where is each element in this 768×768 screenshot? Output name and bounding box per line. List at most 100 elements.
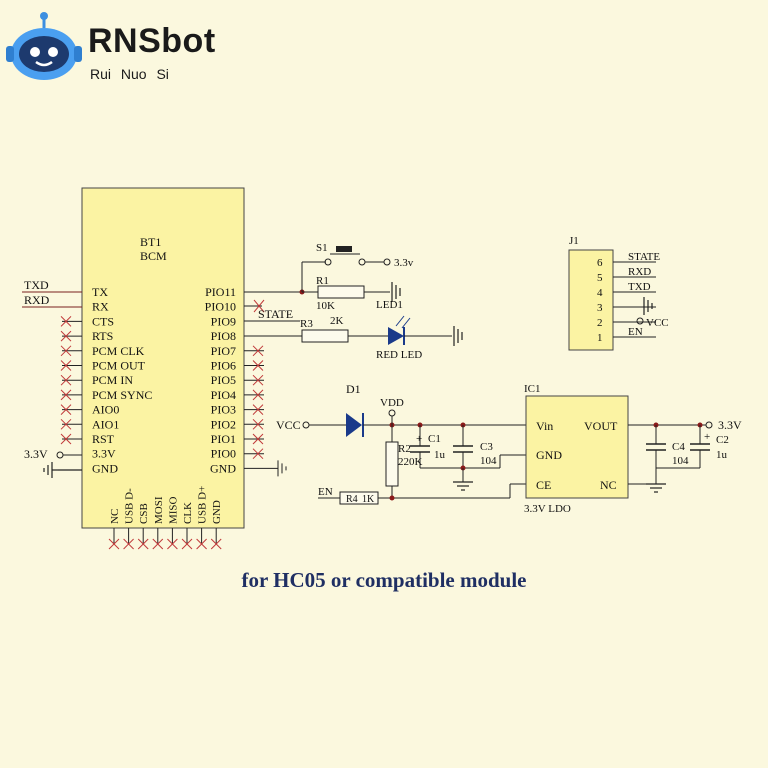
bt1-right-pin: PIO8 <box>211 329 236 343</box>
bt1-left-pin: PCM SYNC <box>92 388 152 402</box>
ground-symbol-r1 <box>391 282 401 302</box>
bt1-right-pin: PIO11 <box>205 285 236 299</box>
c4-label: C4 <box>672 441 685 453</box>
r2-value: 220K <box>398 456 423 468</box>
r1-value: 10K <box>316 300 335 312</box>
bt1-left-pin: CTS <box>92 314 114 328</box>
bt1-left-pin: GND <box>92 461 118 475</box>
ground-symbol-left <box>43 462 82 478</box>
bt1-right-pin: PIO7 <box>211 344 236 358</box>
bt1-bottom-pin: GND <box>211 500 223 524</box>
r3-value: 2K <box>330 315 344 327</box>
j1-pin-number: 1 <box>597 332 603 344</box>
s1-switch-icon <box>336 246 352 252</box>
c2-label: C2 <box>716 434 729 446</box>
j1-body <box>568 249 614 351</box>
bt1-left-pin: AIO0 <box>92 403 119 417</box>
bt1-left-pin: TX <box>92 285 108 299</box>
red-led-label: RED LED <box>376 349 422 361</box>
ic1-pin-nc: NC <box>600 478 617 492</box>
ground-symbol-led <box>453 326 463 346</box>
j1-signal-label: EN <box>628 326 643 338</box>
ic1-designator: IC1 <box>524 383 541 395</box>
bt1-left-pin: RTS <box>92 329 113 343</box>
s1-label: S1 <box>316 242 328 254</box>
bt1-chip: BCM <box>140 249 167 263</box>
bt1-left-pin: AIO1 <box>92 417 119 431</box>
bt1-left-pin: PCM OUT <box>92 359 146 373</box>
bt1-left-pin: 3.3V <box>92 447 116 461</box>
net-3v3-s1: 3.3v <box>394 257 414 269</box>
j1-pin-number: 3 <box>597 302 603 314</box>
ground-symbol-out <box>646 483 666 493</box>
bt1-right-pin: PIO4 <box>211 388 236 402</box>
ic1-label: 3.3V LDO <box>524 503 571 515</box>
net-en: EN <box>318 486 333 498</box>
brand-subtitle: Rui Nuo Si <box>90 66 169 82</box>
bt1-bottom-pin: USB D- <box>124 488 136 524</box>
brand-name: RNSbot <box>88 22 216 60</box>
bt1-right-pin: PIO6 <box>211 359 236 373</box>
c3-value: 104 <box>480 455 497 467</box>
net-txd: TXD <box>24 278 49 292</box>
ic1-pin-vin: Vin <box>536 419 553 433</box>
bt1-left-pin: PCM IN <box>92 373 133 387</box>
r2-label: R2 <box>398 443 411 455</box>
r1-resistor <box>317 285 365 299</box>
bt1-right-pins: PIO11PIO10PIO9PIO8PIO7PIO6PIO5PIO4PIO3PI… <box>205 285 287 477</box>
ic1-pin-gnd: GND <box>536 448 562 462</box>
svg-text:+: + <box>416 433 422 445</box>
d1-diode-icon <box>346 413 362 437</box>
j1-pin-number: 5 <box>597 272 603 284</box>
net-rxd: RXD <box>24 293 50 307</box>
bt1-body <box>81 187 245 529</box>
d1-label: D1 <box>346 382 361 396</box>
ic1-body <box>525 395 629 499</box>
bt1-left-pin: RX <box>92 300 109 314</box>
r3-resistor <box>301 329 349 343</box>
j1-signal-label: VCC <box>646 317 669 329</box>
bt1-right-pin: PIO2 <box>211 417 236 431</box>
r3-label: R3 <box>300 318 313 330</box>
bt1-right-pin: PIO3 <box>211 403 236 417</box>
r4-value: 1K <box>362 494 375 505</box>
robot-logo-icon <box>6 12 82 80</box>
ic1-pin-ce: CE <box>536 478 551 492</box>
j1-signal-label: STATE <box>628 251 660 263</box>
bt1-right-pin: PIO9 <box>211 314 236 328</box>
bt1-bottom-pin: MISO <box>167 496 179 524</box>
bt1-right-pin: GND <box>210 461 236 475</box>
caption: for HC05 or compatible module <box>241 568 527 592</box>
bt1-designator: BT1 <box>140 235 161 249</box>
j1-signal-label: TXD <box>628 281 651 293</box>
j1-pin-number: 4 <box>597 287 603 299</box>
bt1-right-pin: PIO5 <box>211 373 236 387</box>
bt1-bottom-pin: MOSI <box>153 496 165 524</box>
svg-text:+: + <box>704 431 710 443</box>
net-3v3-out: 3.3V <box>718 418 742 432</box>
bt1-right-pin: PIO1 <box>211 432 236 446</box>
net-vcc: VCC <box>276 418 301 432</box>
j1-signal-label: RXD <box>628 266 651 278</box>
bt1-left-pin: PCM CLK <box>92 344 145 358</box>
j1-designator: J1 <box>569 235 579 247</box>
c1-value: 1u <box>434 449 446 461</box>
bt1-right-pin: PIO10 <box>205 300 236 314</box>
r4-label: R4 <box>346 494 358 505</box>
bt1-bottom-pin: CLK <box>182 502 194 524</box>
ic1-pin-vout: VOUT <box>584 419 618 433</box>
c2-value: 1u <box>716 449 728 461</box>
c1-label: C1 <box>428 433 441 445</box>
net-3v3-left: 3.3V <box>24 447 48 461</box>
ground-symbol-j1 <box>643 297 653 315</box>
j1-pin-number: 2 <box>597 317 603 329</box>
bt1-left-pin: RST <box>92 432 115 446</box>
c4-value: 104 <box>672 455 689 467</box>
red-led-diode-icon <box>388 327 404 345</box>
led1-label: LED1 <box>376 299 403 311</box>
bt1-bottom-pin: CSB <box>138 503 150 524</box>
